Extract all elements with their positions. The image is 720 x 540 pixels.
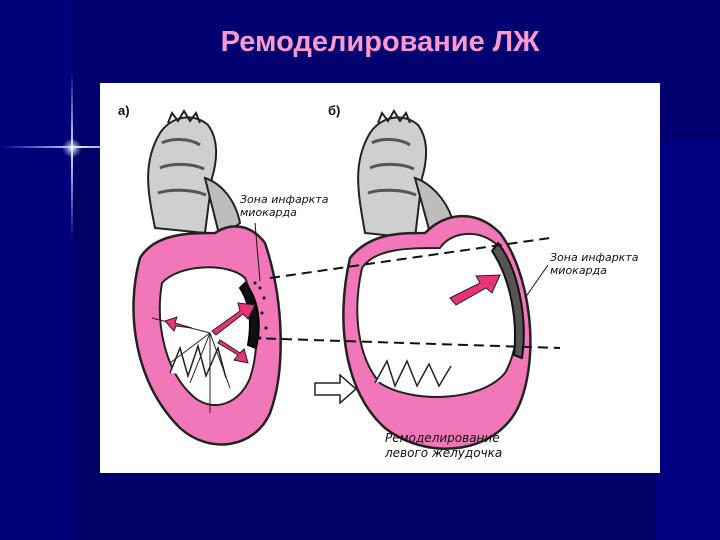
- heart-remodeling-figure: а) б) Зона инфаркта миокарда Зона инфарк…: [100, 83, 660, 473]
- infarct-zone-label-b: Зона инфаркта миокарда: [550, 251, 638, 277]
- infarct-zone-label-b-line1: Зона инфаркта: [550, 251, 639, 264]
- infarct-zone-label-a-line2: миокарда: [240, 206, 297, 219]
- heart-b-vessels: [357, 109, 454, 240]
- heart-diagram: [132, 109, 561, 450]
- slide-title: Ремоделирование ЛЖ: [220, 26, 540, 58]
- panel-a-label: а): [118, 103, 130, 118]
- heart-a-infarct-zone: [238, 281, 260, 350]
- panel-b-label: б): [328, 103, 341, 118]
- infarct-zone-label-a-line1: Зона инфаркта: [240, 193, 329, 206]
- heart-b-infarct-zone: [490, 241, 525, 360]
- slide-left-band: [0, 0, 72, 540]
- remodeling-label: Ремоделирование левого желудочка: [385, 431, 502, 461]
- infarct-zone-label-a: Зона инфаркта миокарда: [240, 193, 328, 219]
- dashed-guides: [249, 237, 561, 349]
- sparkle-icon: [62, 138, 82, 158]
- infarct-zone-label-b-line2: миокарда: [550, 264, 607, 277]
- heart-a-vessels: [147, 109, 242, 240]
- slide-right-band: [655, 140, 720, 540]
- transition-arrow: [314, 373, 358, 405]
- remodeling-label-line2: левого желудочка: [385, 446, 503, 460]
- heart-b-arrow: [449, 274, 501, 306]
- remodeling-label-line1: Ремоделирование: [385, 431, 500, 445]
